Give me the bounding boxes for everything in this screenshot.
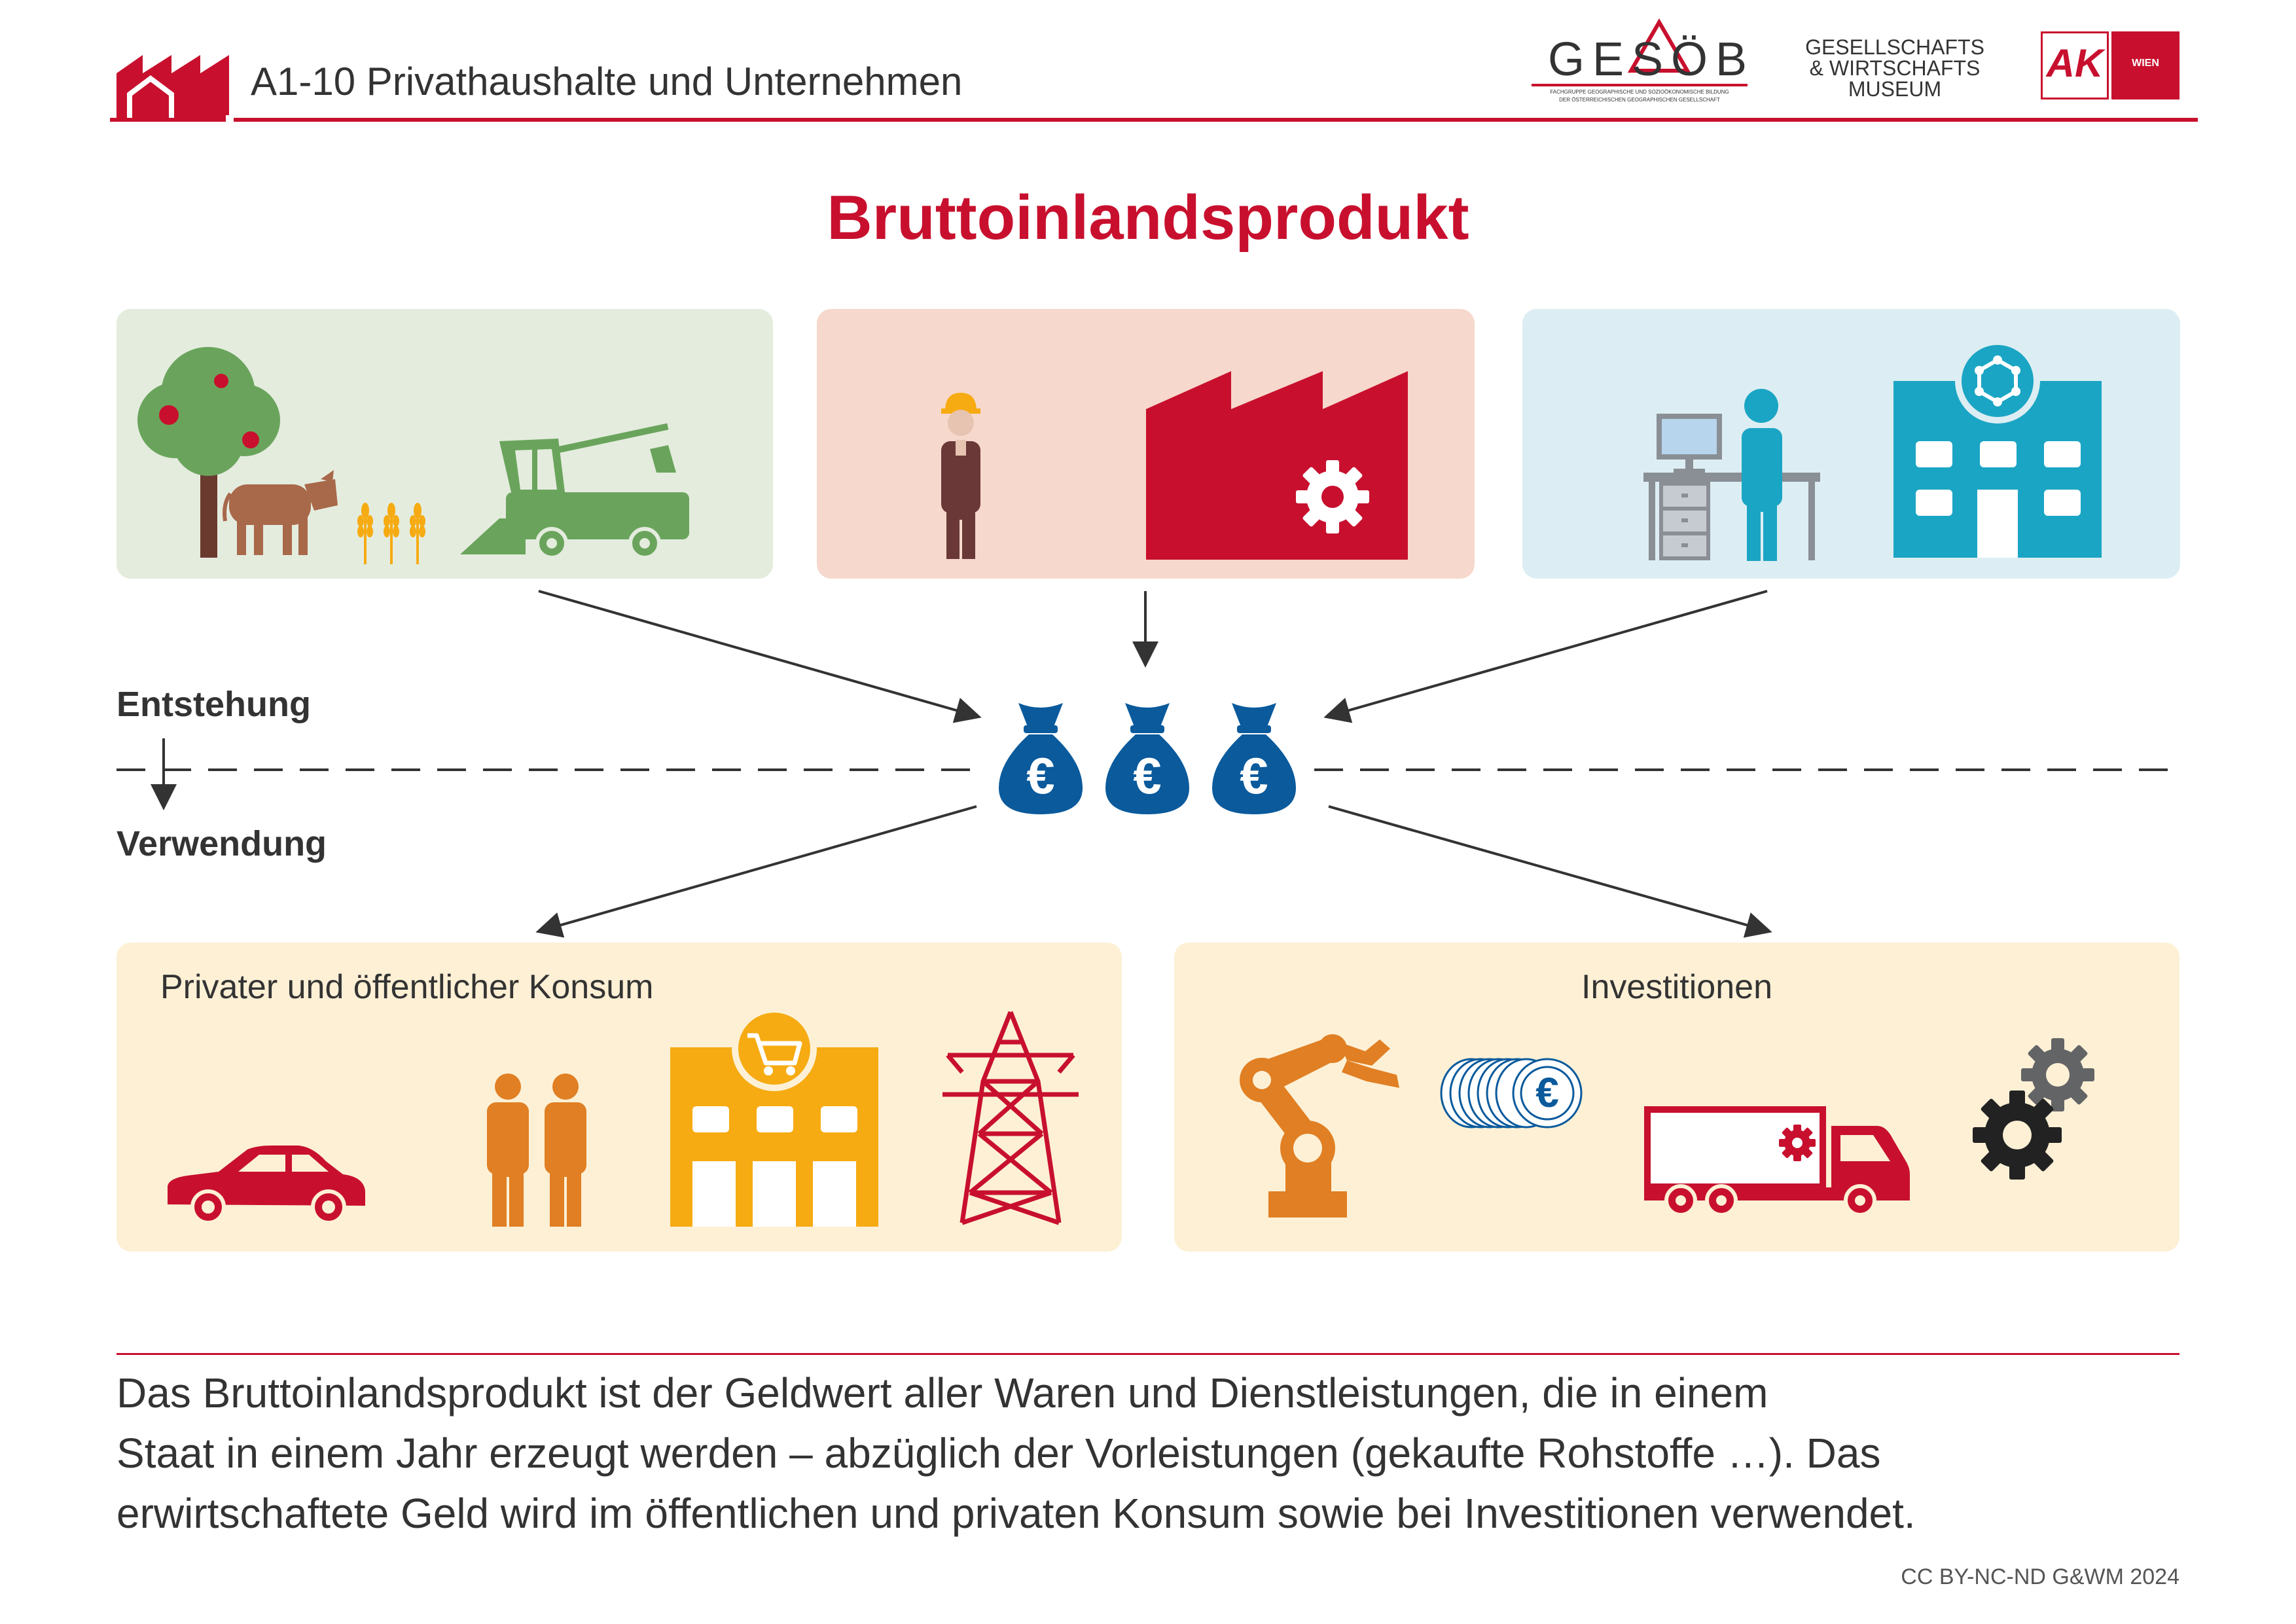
header-house-icon	[117, 55, 229, 120]
gears-icon	[1973, 1038, 2094, 1180]
description-line-1: Das Bruttoinlandsprodukt ist der Geldwer…	[117, 1369, 1768, 1416]
coin-euro-symbol: €	[1535, 1069, 1559, 1116]
museum-line-2: & WIRTSCHAFTS	[1809, 56, 1981, 80]
use-panel-consumption: Privater und öffentlicher Konsum	[117, 943, 1122, 1252]
ak-logo: AK WIEN	[2041, 31, 2179, 101]
car-icon	[168, 1146, 365, 1225]
arrow-gdp-to-investment	[1328, 805, 1772, 938]
arrow-services-to-gdp	[1323, 590, 1768, 723]
truck-icon	[1644, 1106, 1910, 1217]
sector-panel-services	[1522, 309, 2180, 579]
gesoeb-subtitle-2: DER ÖSTERREICHISCHEN GEOGRAPHISCHEN GESE…	[1559, 97, 1720, 103]
ak-logo-sub: WIEN	[2132, 58, 2159, 69]
use-label-investment: Investitionen	[1581, 968, 1772, 1006]
robot-arm-icon	[1240, 1034, 1399, 1218]
sector-panel-industry	[817, 309, 1475, 579]
description-line-3: erwirtschaftete Geld wird im öffentliche…	[117, 1490, 1916, 1537]
arrow-agriculture-to-gdp	[538, 590, 982, 723]
euro-money-bag-icon	[999, 703, 1083, 814]
gesoeb-logo: GESÖB FACHGRUPPE GEOGRAPHISCHE UND SOZIO…	[1532, 18, 1748, 105]
footer-credit: CC BY-NC-ND G&WM 2024	[1901, 1564, 2179, 1589]
gesoeb-subtitle-1: FACHGRUPPE GEOGRAPHISCHE UND SOZIOÖKONOM…	[1550, 89, 1729, 95]
office-worker-icon	[1643, 389, 1820, 561]
header-rule-left	[110, 118, 2198, 122]
euro-symbol: €	[1133, 747, 1162, 804]
cow-icon	[223, 470, 338, 555]
worker-icon	[941, 393, 980, 559]
arrow-gdp-to-consumption	[535, 805, 977, 938]
shop-icon	[670, 1006, 878, 1227]
museum-line-1: GESELLSCHAFTS	[1805, 35, 1984, 59]
wheat-icon	[357, 503, 425, 564]
gdp-money-bags: € € €	[996, 696, 1299, 816]
factory-icon	[1146, 371, 1408, 560]
power-pylon-icon	[942, 1011, 1079, 1225]
euro-money-bag-icon	[1212, 703, 1296, 814]
sector-panel-agriculture	[117, 309, 773, 579]
stage-label-top: Entstehung	[117, 685, 311, 724]
use-label-consumption: Privater und öffentlicher Konsum	[160, 968, 654, 1006]
use-panel-investment: Investitionen	[1174, 943, 2179, 1252]
apple-tree-icon	[137, 347, 280, 558]
harvester-icon	[460, 423, 689, 560]
coins-icon	[1440, 1058, 1583, 1128]
museum-line-3: MUSEUM	[1848, 77, 1942, 101]
diagram-title: Bruttoinlandsprodukt	[827, 183, 1469, 253]
office-building-icon	[1893, 338, 2102, 558]
gesoeb-name: GESÖB	[1548, 33, 1755, 86]
museum-logo: GESELLSCHAFTS & WIRTSCHAFTS MUSEUM	[1787, 37, 2003, 99]
header-rule-gap	[226, 115, 234, 124]
euro-symbol: €	[1240, 747, 1268, 804]
euro-symbol: €	[1026, 747, 1055, 804]
description-line-2: Staat in einem Jahr erzeugt werden – abz…	[117, 1430, 1881, 1477]
gesoeb-triangle-icon	[1627, 18, 1691, 73]
gear-icon	[1296, 460, 1369, 533]
header-title: A1-10 Privathaushalte und Unternehmen	[251, 60, 963, 103]
description-rule	[117, 1353, 2179, 1355]
description: Das Bruttoinlandsprodukt ist der Geldwer…	[117, 1363, 2198, 1543]
ak-logo-text: AK	[2046, 41, 2104, 85]
people-icon	[487, 1074, 586, 1227]
stage-label-bottom: Verwendung	[117, 824, 327, 863]
euro-money-bag-icon	[1105, 703, 1189, 814]
